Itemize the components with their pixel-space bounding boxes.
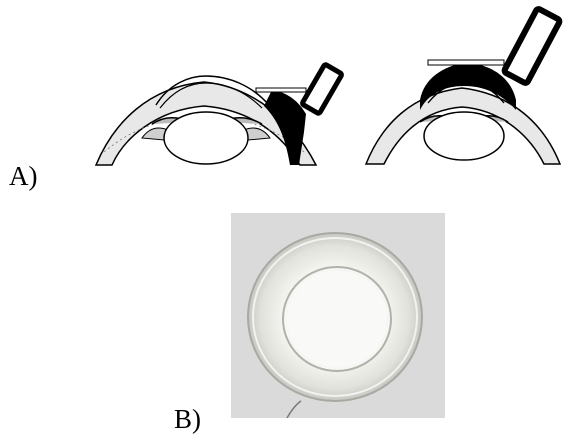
device-photograph [231,213,445,418]
crystalline-lens [164,112,248,164]
eye-cross-section-diagram-right [364,6,586,166]
crystalline-lens [424,112,504,160]
ring-device [231,213,445,418]
eye-cross-section-diagram-left [94,52,354,172]
panel-a-label: A) [9,163,38,190]
panel-b-label: B) [174,406,201,433]
